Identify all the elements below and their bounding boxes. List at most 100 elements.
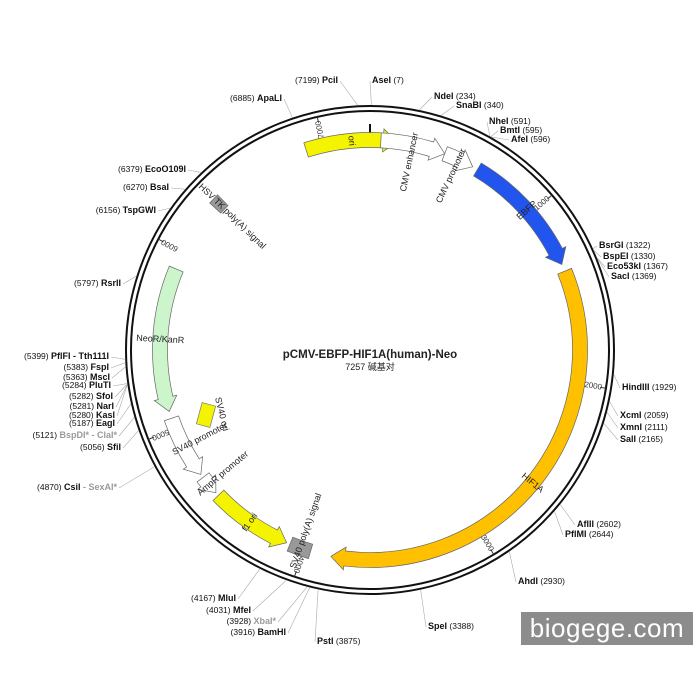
ampr-promoter-shape xyxy=(196,472,217,494)
site-name: TspGWI xyxy=(123,205,156,215)
hsv-tk-polya-label: HSV TK poly(A) signal xyxy=(197,181,268,250)
site-name: MluI xyxy=(218,593,236,603)
site-position: (2111) xyxy=(644,422,667,432)
site-position: (6379) xyxy=(118,164,143,174)
sv40-promoter-shape xyxy=(163,415,204,475)
site-leader xyxy=(116,384,128,417)
sv40-ori-box xyxy=(195,402,217,428)
site-label: (5399) PflFI - Tth111I xyxy=(24,351,109,361)
site-label: AhdI (2930) xyxy=(518,576,565,586)
hsv-tk-polya-feature: HSV TK poly(A) signal xyxy=(197,181,268,250)
site-position: (2165) xyxy=(638,434,663,444)
site-label: (4031) MfeI xyxy=(206,605,251,615)
site-label: (3916) BamHI xyxy=(231,627,286,637)
site-name: SnaBI xyxy=(456,100,482,110)
site-extra-name: - SexAI* xyxy=(80,482,117,492)
site-leader xyxy=(596,257,610,278)
site-hindiii: HindIII (1929) xyxy=(613,374,677,392)
site-name: PstI xyxy=(317,636,334,646)
site-aflii: AflII (2602) xyxy=(559,504,621,529)
site-sali: SalI (2165) xyxy=(603,423,663,444)
site-leader xyxy=(110,356,126,360)
site-afei: AfeI (596) xyxy=(490,134,550,144)
site-label: BmtI (595) xyxy=(500,125,542,135)
site-leader xyxy=(509,551,517,583)
site-pluti: (5284) PluTI xyxy=(62,380,128,390)
site-name: SpeI xyxy=(428,621,447,631)
site-name: NheI xyxy=(489,116,509,126)
watermark: biogege.com xyxy=(521,612,693,645)
site-leader xyxy=(115,384,128,408)
site-position: (1367) xyxy=(643,261,668,271)
site-leader xyxy=(559,504,576,526)
site-position: (1369) xyxy=(632,271,657,281)
site-position: (3916) xyxy=(231,627,256,637)
site-eco53ki: Eco53kI (1367) xyxy=(596,257,668,271)
site-leader xyxy=(596,257,606,268)
site-position: (595) xyxy=(522,125,542,135)
site-pcii: (7199) PciI xyxy=(295,75,358,106)
site-name: BsaI xyxy=(150,182,169,192)
site-position: (596) xyxy=(530,134,550,144)
site-label: AflII (2602) xyxy=(577,519,621,529)
site-label: (4167) MluI xyxy=(191,593,236,603)
ebfp-shape xyxy=(473,162,567,266)
ori-label: ori xyxy=(346,135,357,146)
site-bsrgi: BsrGI (1322) xyxy=(592,240,651,250)
site-leader xyxy=(170,187,186,190)
site-leader xyxy=(157,207,171,212)
site-label: PstI (3875) xyxy=(317,636,361,646)
site-label: (5187) EagI xyxy=(69,418,115,428)
site-position: (2602) xyxy=(596,519,621,529)
site-label: PflMI (2644) xyxy=(565,529,614,539)
site-asei: AseI (7) xyxy=(369,75,404,106)
site-name: PluTI xyxy=(89,380,111,390)
tick-label: 2000 xyxy=(584,380,604,392)
site-name: HindIII xyxy=(622,382,650,392)
site-ecoo109i: (6379) EcoO109I xyxy=(118,164,202,174)
site-leader xyxy=(122,430,139,449)
site-leader xyxy=(490,130,499,138)
site-name: MscI xyxy=(90,372,110,382)
site-label: NheI (591) xyxy=(489,116,531,126)
plasmid-size: 7257 碱基对 xyxy=(345,361,395,372)
site-label: (6270) BsaI xyxy=(123,182,169,192)
site-label: (5797) RsrII xyxy=(74,278,121,288)
site-position: (5056) xyxy=(80,442,105,452)
site-position: (6156) xyxy=(96,205,121,215)
site-saci: SacI (1369) xyxy=(596,257,657,281)
site-name: BspEI xyxy=(603,251,629,261)
tick-label: 7000 xyxy=(313,119,326,139)
site-nari: (5281) NarI xyxy=(70,384,128,411)
site-name: BmtI xyxy=(500,125,520,135)
site-position: (5280) xyxy=(69,410,94,420)
site-leader xyxy=(609,401,619,417)
site-position: (1330) xyxy=(631,251,656,261)
site-name: XcmI xyxy=(620,410,642,420)
site-leader xyxy=(369,80,372,106)
site-tspgwi: (6156) TspGWI xyxy=(96,205,171,215)
site-name: AflII xyxy=(577,519,594,529)
site-position: (6270) xyxy=(123,182,148,192)
site-sfoi: (5282) SfoI xyxy=(69,383,128,401)
site-bspdi: (5121) BspDI* - ClaI* xyxy=(33,417,135,440)
site-label: XcmI (2059) xyxy=(620,410,669,420)
site-label: (5121) BspDI* - ClaI* xyxy=(33,430,118,440)
site-label: (5281) NarI xyxy=(70,401,114,411)
tick-mark xyxy=(490,549,495,555)
site-leader xyxy=(287,587,310,634)
site-leader xyxy=(490,136,510,141)
site-label: NdeI (234) xyxy=(434,91,476,101)
plasmid-title: pCMV-EBFP-HIF1A(human)-Neo xyxy=(283,349,457,361)
site-position: (1929) xyxy=(652,382,677,392)
site-position: (1322) xyxy=(626,240,651,250)
site-sfii: (5056) SfiI xyxy=(80,430,139,452)
site-label: (6379) EcoO109I xyxy=(118,164,186,174)
tick-mark xyxy=(599,386,606,389)
site-leader xyxy=(314,589,319,643)
site-pflmi: PflMI (2644) xyxy=(554,511,614,539)
site-position: (5363) xyxy=(63,372,88,382)
site-eagi: (5187) EagI xyxy=(69,403,132,428)
site-apali: (6885) ApaLI xyxy=(230,93,293,118)
